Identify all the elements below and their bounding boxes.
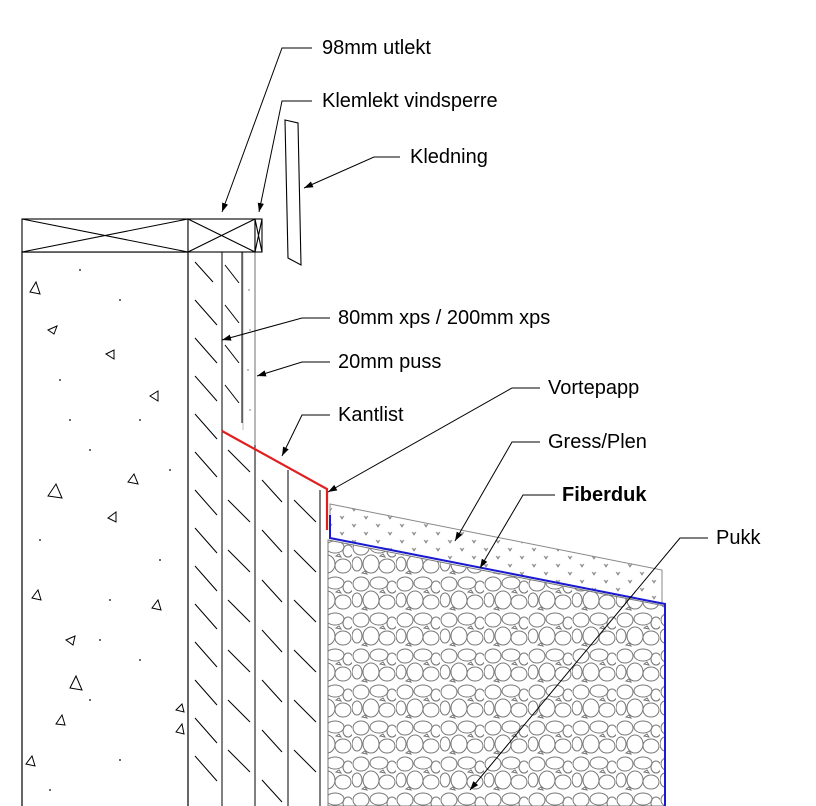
label-kantlist: Kantlist	[338, 404, 404, 426]
render-puss	[242, 252, 256, 445]
fiberduk-membrane	[329, 515, 666, 806]
label-utlekt: 98mm utlekt	[322, 37, 431, 59]
label-xps: 80mm xps / 200mm xps	[338, 307, 551, 329]
battens	[21, 218, 263, 253]
leader-lines	[221, 47, 708, 791]
label-fiberduk: Fiberduk	[562, 484, 647, 506]
xps-insulation	[194, 252, 321, 806]
kantlist-flashing	[221, 430, 329, 530]
label-puss: 20mm puss	[338, 351, 442, 373]
gravel-layer	[327, 539, 666, 806]
label-kledning: Kledning	[410, 146, 488, 168]
cladding-board	[284, 119, 302, 266]
label-klemlekt: Klemlekt vindsperre	[322, 90, 498, 112]
label-gress: Gress/Plen	[548, 431, 647, 453]
label-pukk: Pukk	[716, 527, 761, 549]
concrete-wall	[21, 251, 189, 806]
label-vortepapp: Vortepapp	[548, 377, 640, 399]
